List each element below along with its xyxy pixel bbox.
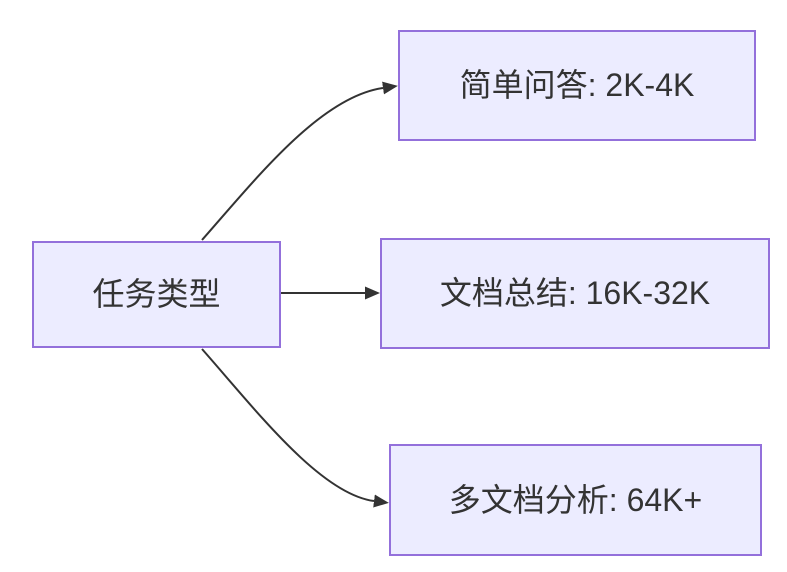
node-doc-summary: 文档总结: 16K-32K bbox=[380, 238, 770, 349]
node-task-type-label: 任务类型 bbox=[92, 276, 221, 313]
edge-root-to-multi-doc bbox=[201, 348, 389, 508]
node-doc-summary-label: 文档总结: 16K-32K bbox=[439, 275, 711, 312]
node-multi-doc-label: 多文档分析: 64K+ bbox=[448, 481, 703, 518]
node-multi-doc: 多文档分析: 64K+ bbox=[389, 444, 762, 556]
node-simple-qa-label: 简单问答: 2K-4K bbox=[459, 67, 695, 104]
edge-root-to-simple-qa bbox=[201, 81, 398, 241]
node-simple-qa: 简单问答: 2K-4K bbox=[398, 30, 756, 141]
node-task-type: 任务类型 bbox=[32, 241, 281, 348]
